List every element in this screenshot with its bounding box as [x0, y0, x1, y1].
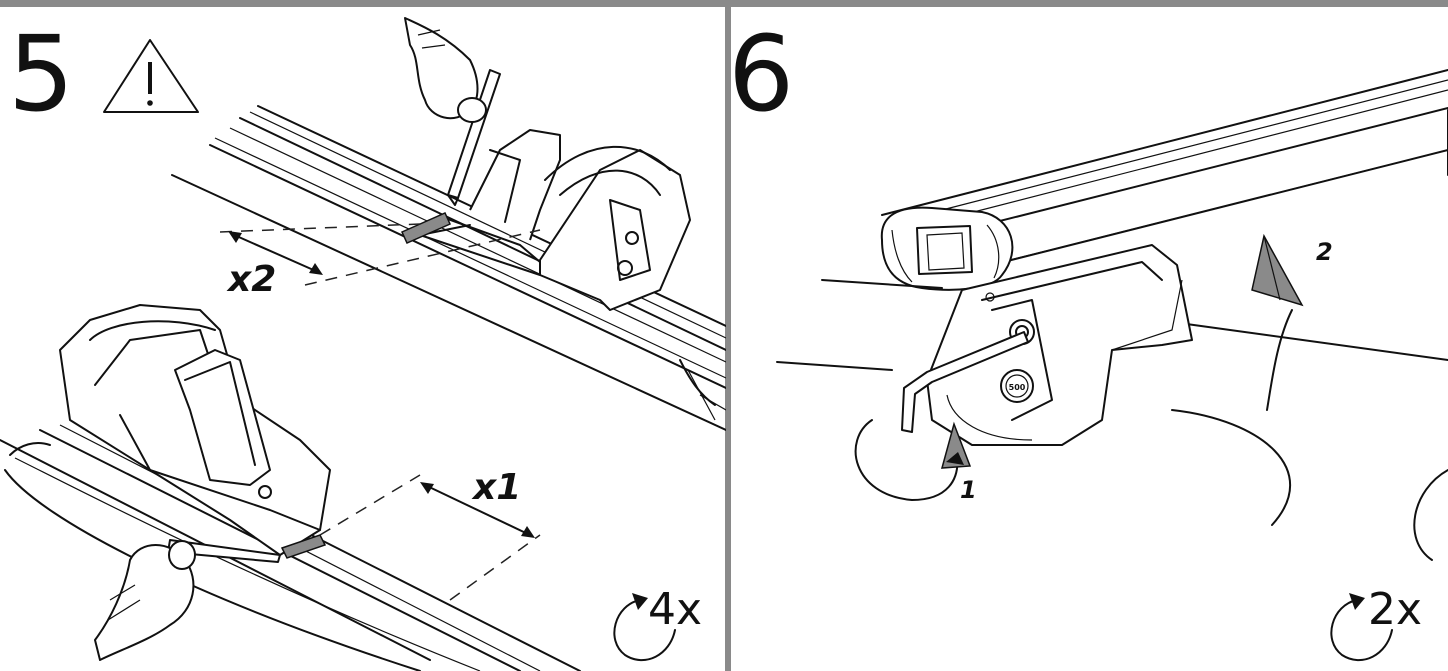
top-rule	[0, 0, 1448, 7]
roof-line-2	[776, 361, 893, 371]
panel-divider	[725, 0, 731, 671]
measure-label-x1: x1	[473, 467, 522, 508]
upper-foot	[419, 129, 691, 311]
hex-key	[901, 331, 1029, 433]
repeat-count: 4x	[648, 584, 703, 635]
step-6-illustration: 500	[776, 69, 1448, 661]
measure-arrow-x2	[228, 231, 323, 275]
hand-lower	[94, 540, 196, 661]
rotate-arrow-icon	[1330, 593, 1393, 661]
roof-line-1	[821, 279, 943, 289]
roof-rack-foot	[926, 244, 1193, 446]
roof-curve-right	[1413, 469, 1448, 561]
turn-arrow-icon	[854, 419, 972, 501]
warning-triangle-icon	[103, 39, 199, 113]
roof-line-3	[1171, 321, 1448, 361]
repeat-count: 2x	[1368, 584, 1423, 635]
roof-curve	[1171, 409, 1292, 526]
step-5-illustration	[0, 17, 726, 671]
measure-label-x2: x2	[228, 259, 277, 300]
bar-end-cap	[880, 206, 1014, 291]
step-number: 5	[8, 13, 75, 135]
measure-line-lower	[319, 474, 421, 536]
measure-arrow-x1	[420, 482, 535, 538]
lift-arrow-icon	[1251, 233, 1304, 411]
step-number: 6	[732, 13, 795, 135]
hand-upper	[404, 17, 487, 123]
position-mark-lower	[280, 534, 327, 559]
step-5-panel: 5 x2 x1 4x	[0, 13, 726, 671]
rotate-arrow-icon	[613, 593, 676, 661]
foot-badge: 500	[1009, 383, 1026, 392]
turn-arrow-label: 1	[960, 476, 977, 504]
position-mark-upper	[401, 212, 451, 244]
lower-foot	[59, 304, 331, 556]
measure-line-lower-2	[449, 534, 541, 601]
lift-arrow-label: 2	[1316, 238, 1333, 266]
step-6-panel: 500 6 1 2 2x	[732, 0, 1448, 671]
cross-bar	[881, 69, 1448, 281]
